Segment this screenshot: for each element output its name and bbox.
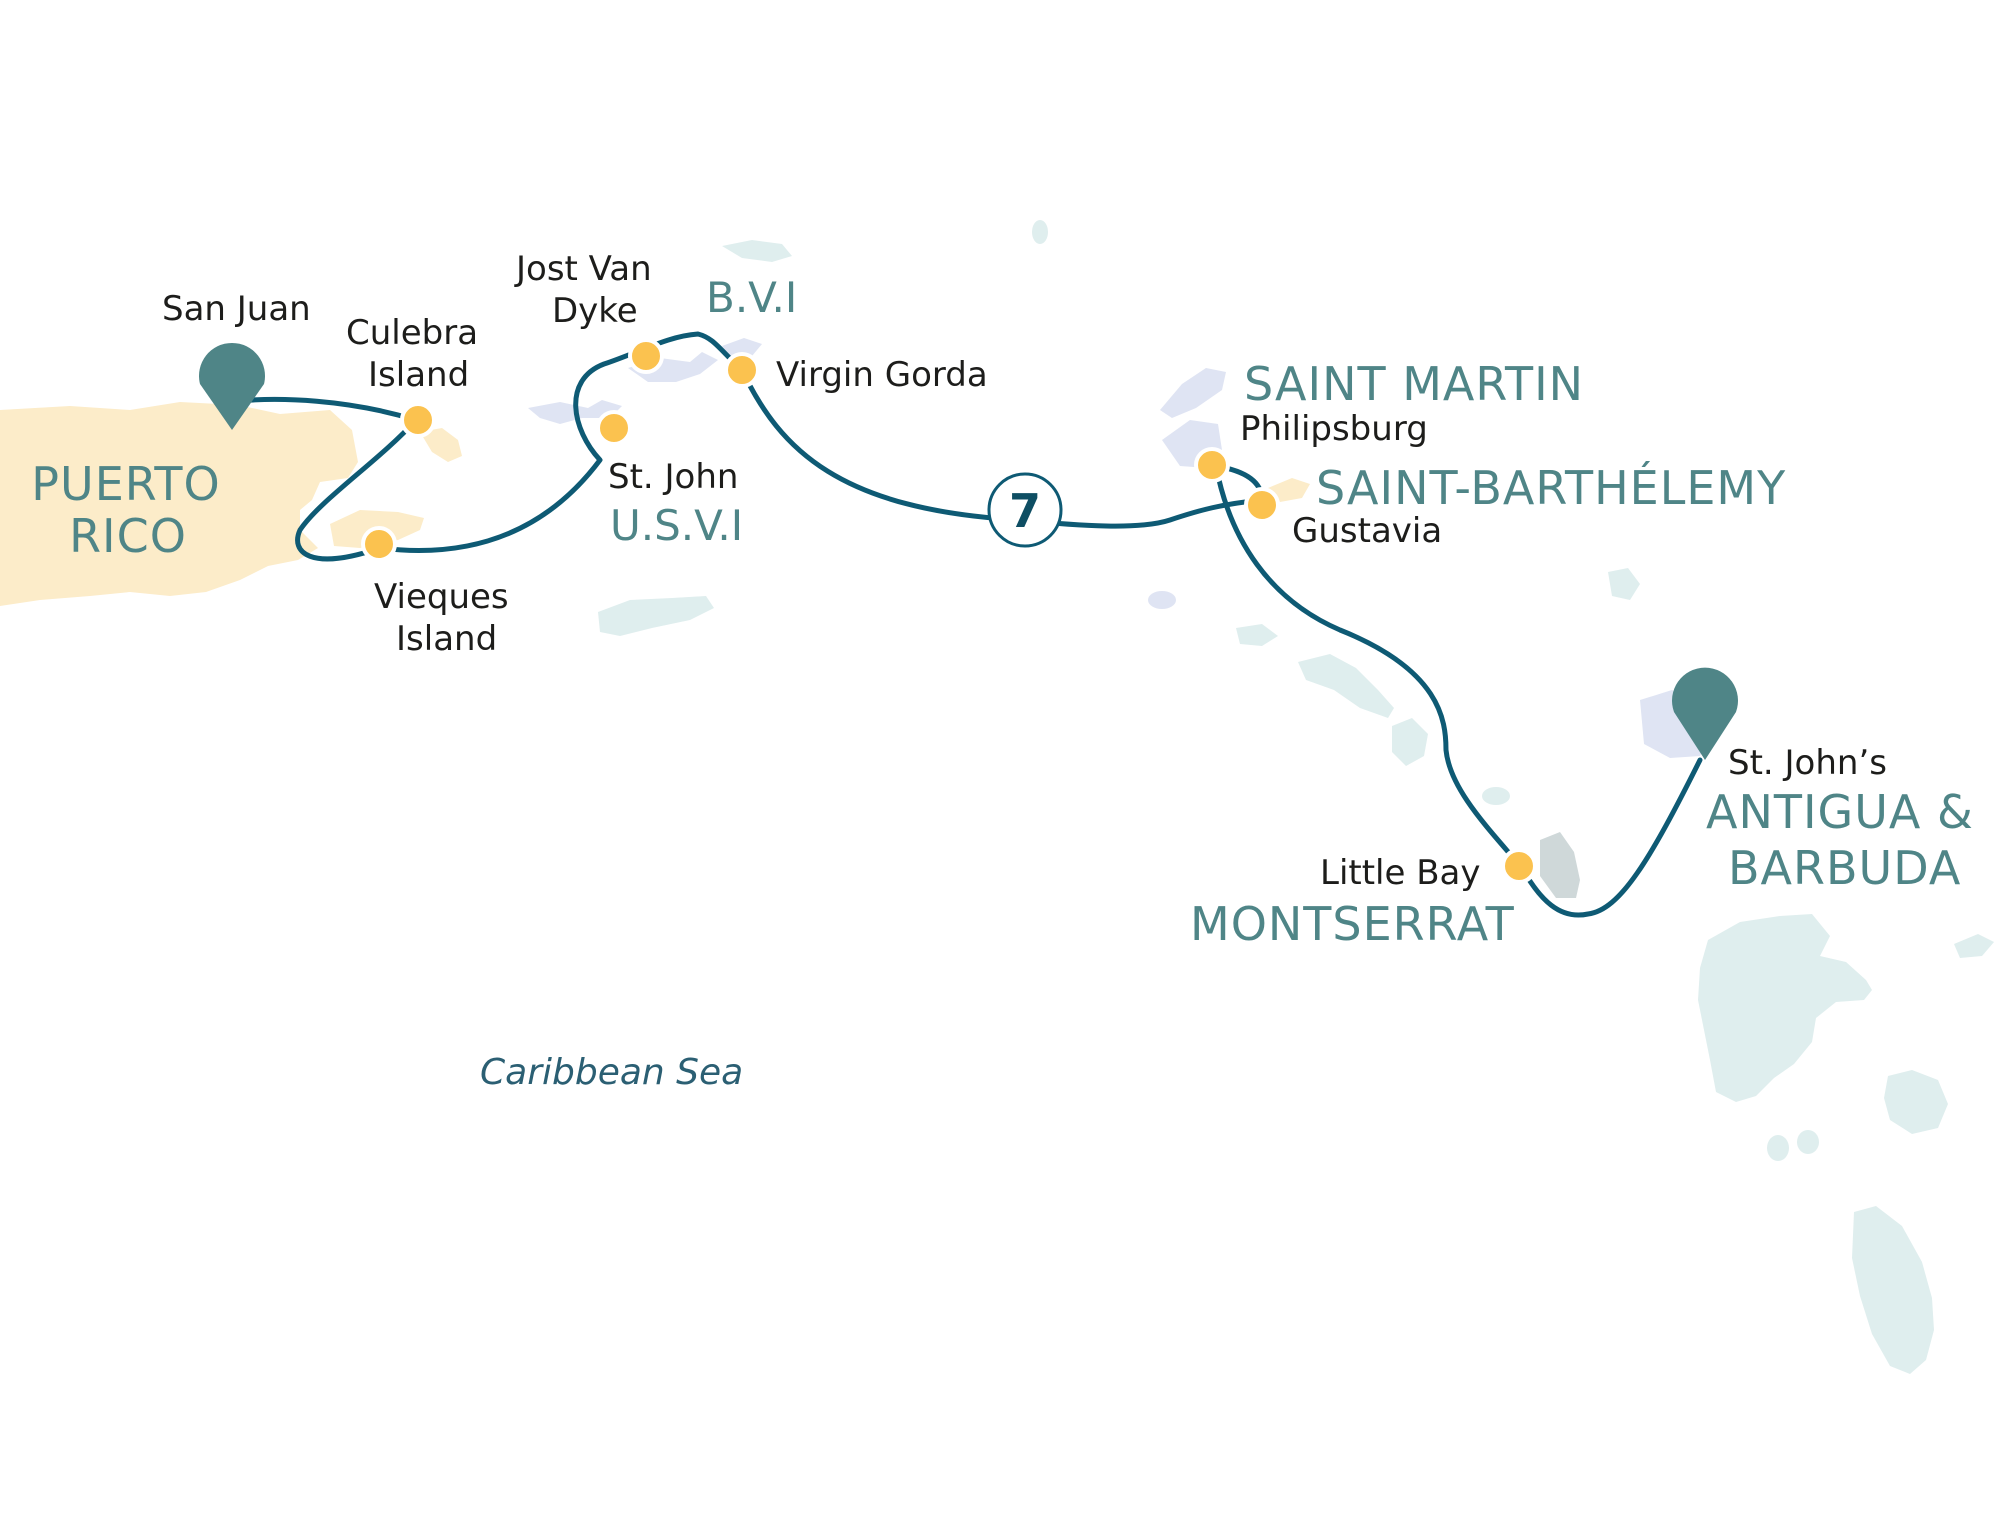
port-labels: San Juan Culebra Island Vieques Island J… bbox=[162, 249, 1887, 893]
landmass-bvi bbox=[628, 352, 718, 382]
port-label-virgin-gorda: Virgin Gorda bbox=[776, 355, 988, 395]
landmass-anegada bbox=[722, 240, 792, 262]
region-labels: PUERTO RICO B.V.I U.S.V.I SAINT MARTIN S… bbox=[31, 273, 1974, 951]
port-label-vieques-2: Island bbox=[396, 619, 497, 659]
port-label-gustavia: Gustavia bbox=[1292, 511, 1442, 551]
landmass-bvi-2 bbox=[722, 338, 762, 358]
landmass-sombrero bbox=[1032, 220, 1048, 244]
landmass-puerto-rico bbox=[0, 402, 358, 606]
region-label-bvi: B.V.I bbox=[706, 273, 797, 322]
cruise-route-line bbox=[225, 331, 1703, 918]
landmass-barbuda bbox=[1608, 568, 1640, 600]
port-label-jost-2: Dyke bbox=[552, 291, 638, 331]
region-label-antigua-2: BARBUDA bbox=[1728, 841, 1961, 895]
landmass-dominica bbox=[1852, 1206, 1934, 1374]
landmass-saintes-1 bbox=[1767, 1135, 1789, 1161]
region-label-montserrat: MONTSERRAT bbox=[1190, 897, 1515, 951]
landmass-anguilla bbox=[1160, 368, 1226, 418]
landmass-statia bbox=[1236, 624, 1278, 646]
landmass-redonda bbox=[1482, 787, 1510, 805]
region-label-antigua-1: ANTIGUA & bbox=[1706, 785, 1974, 839]
port-dot-icon-st-john bbox=[596, 410, 632, 446]
port-dot-icon-culebra bbox=[400, 402, 436, 438]
port-label-culebra-2: Island bbox=[368, 355, 469, 395]
region-label-puerto-rico-1: PUERTO bbox=[31, 457, 220, 511]
landmass-saintes-2 bbox=[1797, 1130, 1819, 1154]
landmass-guadeloupe bbox=[1698, 914, 1872, 1102]
port-dot-icon-vieques bbox=[361, 526, 397, 562]
port-dot-icon-gustavia bbox=[1244, 487, 1280, 523]
map-pin-icon-start bbox=[199, 342, 266, 430]
port-label-philipsburg: Philipsburg bbox=[1240, 409, 1428, 449]
port-label-little-bay: Little Bay bbox=[1320, 853, 1481, 893]
region-label-usvi: U.S.V.I bbox=[610, 501, 743, 550]
nights-badge: 7 bbox=[987, 472, 1063, 548]
port-dot-icon-virgin-gorda bbox=[724, 352, 760, 388]
landmass-saba bbox=[1148, 591, 1176, 609]
port-dot-icon-philipsburg bbox=[1194, 447, 1230, 483]
map-pin-icon-end bbox=[1671, 667, 1738, 760]
port-label-san-juan: San Juan bbox=[162, 289, 311, 329]
region-label-saint-martin: SAINT MARTIN bbox=[1244, 357, 1584, 411]
port-dot-icon-jost-van-dyke bbox=[628, 338, 664, 374]
region-label-puerto-rico-2: RICO bbox=[69, 509, 187, 563]
landmass-saint-barthelemy bbox=[1268, 478, 1310, 502]
nights-count: 7 bbox=[1009, 484, 1041, 538]
port-label-st-john: St. John bbox=[608, 457, 738, 497]
port-label-vieques-1: Vieques bbox=[374, 577, 509, 617]
port-stops bbox=[361, 338, 1537, 884]
landmass-st-kitts bbox=[1298, 654, 1394, 718]
land-layer bbox=[0, 220, 1994, 1374]
landmass-montserrat bbox=[1540, 832, 1580, 898]
landmass-nevis bbox=[1392, 718, 1428, 766]
sea-label-caribbean: Caribbean Sea bbox=[480, 1052, 743, 1093]
region-label-saint-barthelemy: SAINT-BARTHÉLEMY bbox=[1316, 461, 1786, 515]
port-label-jost-1: Jost Van bbox=[514, 249, 652, 289]
landmass-desirade bbox=[1954, 934, 1994, 958]
port-dot-icon-little-bay bbox=[1501, 848, 1537, 884]
landmass-marie-galante bbox=[1884, 1070, 1948, 1134]
port-label-st-johns: St. John’s bbox=[1728, 743, 1887, 783]
landmass-st-croix bbox=[598, 596, 714, 636]
landmass-culebra bbox=[420, 428, 462, 462]
port-label-culebra-1: Culebra bbox=[346, 313, 478, 353]
